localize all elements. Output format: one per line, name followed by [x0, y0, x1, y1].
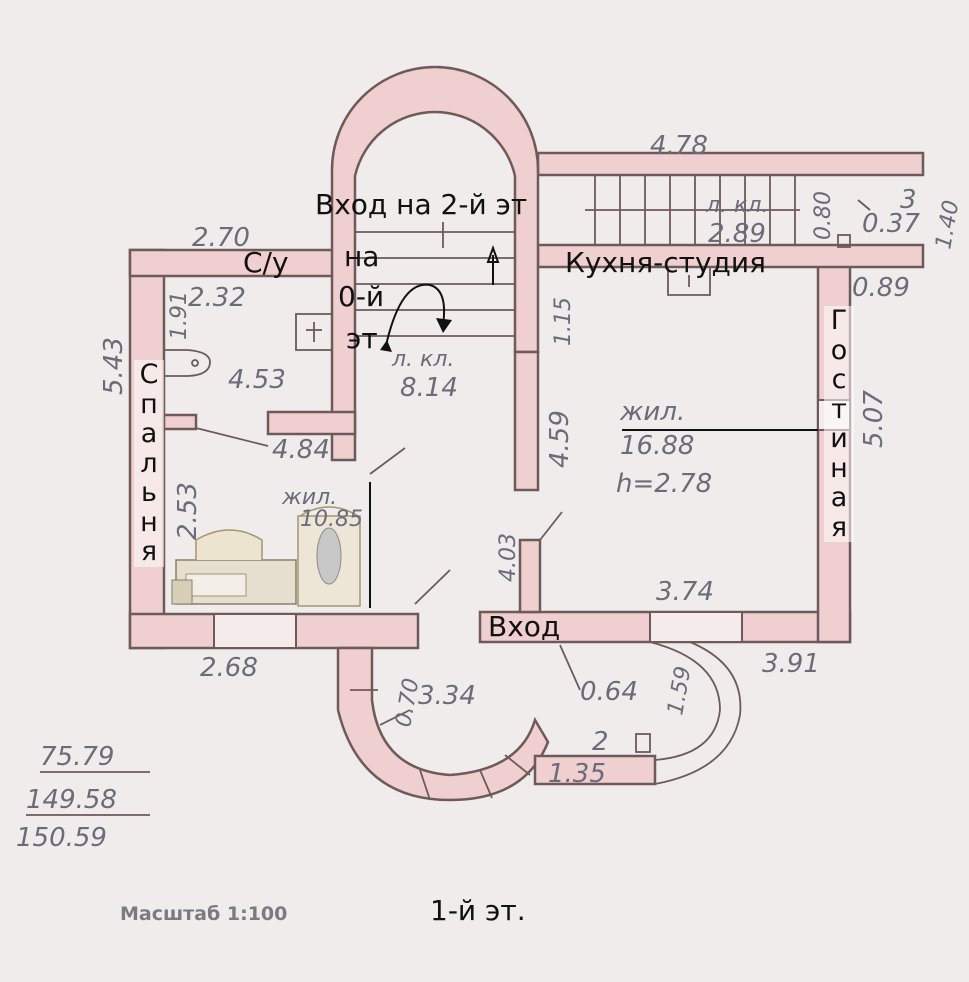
label-to-0-floor-2: 0-й	[338, 280, 384, 313]
dim-1688: 16.88	[620, 431, 694, 461]
dim-391: 3.91	[762, 649, 820, 679]
dim-374: 3.74	[656, 577, 714, 607]
label-to-0-floor-3: эт	[346, 322, 378, 355]
wc-toilet	[164, 349, 211, 377]
bed-illustration	[171, 529, 297, 605]
wall-bedroom-stub	[162, 413, 198, 431]
dim-lkl: л. кл.	[391, 347, 454, 372]
wall-wc-inner	[266, 410, 357, 436]
wardrobe-illustration	[297, 506, 361, 607]
dim-478: 4.78	[650, 131, 708, 161]
dim-zhil-small: жил.	[281, 485, 337, 510]
scale-label: Масштаб 1:100	[120, 903, 287, 925]
dim-403: 4.03	[496, 533, 521, 582]
dim-270: 2.70	[192, 223, 250, 253]
dim-232: 2.32	[188, 283, 246, 313]
area-sum-2: 149.58	[26, 785, 117, 815]
dim-814: 8.14	[400, 373, 458, 403]
wc-tub	[295, 313, 333, 351]
dim-135: 1.35	[548, 759, 606, 789]
dim-289: 2.89	[708, 219, 766, 249]
label-entrance-2nd: Вход на 2-й эт	[315, 188, 527, 221]
area-sum-3: 150.59	[16, 823, 107, 853]
dim-191: 1.91	[167, 291, 192, 340]
dim-080: 0.80	[811, 191, 836, 240]
dim-543: 5.43	[99, 337, 129, 395]
dim-089: 0.89	[852, 273, 910, 303]
dim-484: 4.84	[272, 435, 330, 465]
wall-entrance-side	[518, 538, 542, 614]
dim-140: 1.40	[931, 198, 964, 251]
label-wc: С/у	[243, 246, 289, 279]
dim-h278: h=2.78	[616, 469, 712, 499]
wall-bay	[336, 646, 550, 802]
wall-partition	[513, 350, 540, 492]
dim-zhil-big: жил.	[619, 397, 685, 427]
label-kitchen: Кухня-студия	[565, 246, 766, 279]
label-living: Гостиная	[824, 306, 854, 542]
dim-268: 2.68	[200, 653, 258, 683]
label-bedroom: Спальня	[134, 360, 164, 567]
dim-253: 2.53	[173, 482, 203, 540]
dim-459: 4.59	[545, 410, 575, 468]
dim-453: 4.53	[228, 365, 286, 395]
dim-1085: 10.85	[300, 507, 363, 532]
floor-label: 1-й эт.	[430, 894, 526, 927]
dim-070: 0.70	[391, 676, 424, 729]
dim-507: 5.07	[859, 390, 889, 448]
window-living	[649, 611, 743, 643]
label-to-0-floor-1: на	[344, 240, 379, 273]
dim-159: 1.59	[663, 664, 696, 717]
dim-3: 3	[900, 185, 917, 215]
dim-037: 0.37	[862, 209, 920, 239]
window-bedroom	[213, 613, 297, 649]
dim-2: 2	[592, 727, 609, 757]
stairs-top	[585, 175, 871, 248]
dim-kl-top: л. кл.	[705, 193, 768, 218]
wall-top-left	[128, 248, 337, 278]
wall-bay-step	[533, 754, 657, 786]
dim-064: 0.64	[580, 677, 638, 707]
wall-top-right-upper	[536, 151, 925, 177]
dim-334: 3.34	[418, 681, 476, 711]
area-sum-1: 75.79	[40, 742, 114, 772]
stairs-arch	[355, 222, 515, 337]
label-entrance: Вход	[488, 610, 560, 643]
dim-115: 1.15	[551, 297, 576, 346]
